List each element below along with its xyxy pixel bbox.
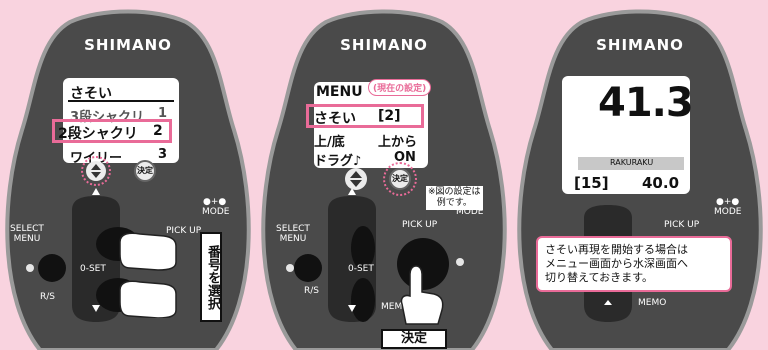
kettei-button[interactable]: 決定 — [134, 160, 156, 182]
menu-row-label[interactable]: 上/底 — [314, 135, 345, 150]
left-indicator-dot — [286, 264, 294, 272]
panel-select-number: SHIMANO さそい 3段シャクリ 1 2段シャクリ 2 ワイリー 3 決定 … — [0, 0, 256, 350]
menu-title: さそい — [70, 86, 112, 102]
info-callout: さそい再現を開始する場合は メニュー画面から水深画面へ 切り替えておきます。 — [536, 236, 732, 292]
menu-row-value: 上から — [378, 135, 418, 150]
menu-row-value: ON — [394, 150, 416, 165]
pick-up-label: PICK UP — [402, 220, 438, 230]
counter-right-value: 40.0 — [642, 174, 680, 192]
panel-depth-screen: SHIMANO 41.3 RAKURAKU [15] 40.0 ●+● MODE… — [512, 0, 768, 350]
up-down-arrow-icon — [91, 164, 101, 178]
memo-label: MEMO — [638, 298, 667, 308]
kettei-focus-ring — [383, 162, 417, 196]
pick-up-label: PICK UP — [166, 226, 202, 236]
up-down-arrow-icon — [350, 171, 362, 187]
select-number-label: 番号を選択 — [200, 232, 222, 322]
list-item-label-selected[interactable]: 2段シャクリ — [58, 126, 138, 142]
pointing-hands-icon — [119, 232, 177, 318]
list-item-value: 3 — [158, 147, 168, 162]
selected-item-highlight — [52, 119, 172, 143]
pointing-hand-icon — [400, 265, 444, 325]
title-underline — [68, 100, 174, 102]
kettei-button[interactable]: 決定 — [389, 168, 411, 190]
select-menu-label: SELECT MENU — [276, 224, 310, 244]
current-setting-highlight — [306, 104, 424, 128]
depth-readout: 41.3 — [598, 80, 694, 126]
mode-dots: ●+● — [203, 197, 227, 207]
menu-row-label[interactable]: ドラグ♪ — [314, 154, 362, 169]
brand-logo: SHIMANO — [340, 36, 428, 54]
mode-dots: ●+● — [716, 197, 740, 207]
panel-confirm: SHIMANO MENU (現在の設定) さそい [2] 上/底 上から ドラグ… — [256, 0, 512, 350]
brand-logo: SHIMANO — [596, 36, 684, 54]
brand-logo: SHIMANO — [84, 36, 172, 54]
zero-set-label: 0-SET — [80, 264, 106, 274]
example-setting-note: ※図の設定は 例です。 — [426, 186, 483, 210]
counter-left-value: [15] — [574, 174, 609, 192]
current-setting-badge: (現在の設定) — [368, 79, 432, 96]
lcd-screen — [562, 76, 690, 194]
press-confirm-label: 決定 — [381, 329, 447, 349]
mode-label: MODE — [456, 207, 484, 217]
zero-set-label: 0-SET — [348, 264, 374, 274]
mode-label: MODE — [714, 207, 742, 217]
arrow-button-focus-ring — [81, 156, 111, 186]
up-down-arrow-button[interactable] — [86, 161, 106, 181]
mode-name: RAKURAKU — [610, 158, 654, 167]
left-indicator-dot — [26, 264, 34, 272]
select-menu-label: SELECT MENU — [10, 224, 44, 244]
right-indicator-dot — [456, 258, 464, 266]
up-down-arrow-button[interactable] — [345, 168, 367, 190]
list-item-value-selected: 2 — [153, 123, 163, 139]
menu-row-label[interactable]: さそい — [314, 111, 356, 127]
rs-label: R/S — [304, 286, 319, 296]
mode-label: MODE — [202, 207, 230, 217]
list-item-value: 1 — [158, 106, 168, 121]
rs-label: R/S — [40, 292, 55, 302]
memo-label: MEMO — [381, 302, 410, 312]
menu-title: MENU — [316, 84, 363, 100]
menu-row-value: [2] — [378, 108, 401, 124]
pick-up-label: PICK UP — [664, 220, 700, 230]
mode-name-bar — [578, 157, 684, 170]
